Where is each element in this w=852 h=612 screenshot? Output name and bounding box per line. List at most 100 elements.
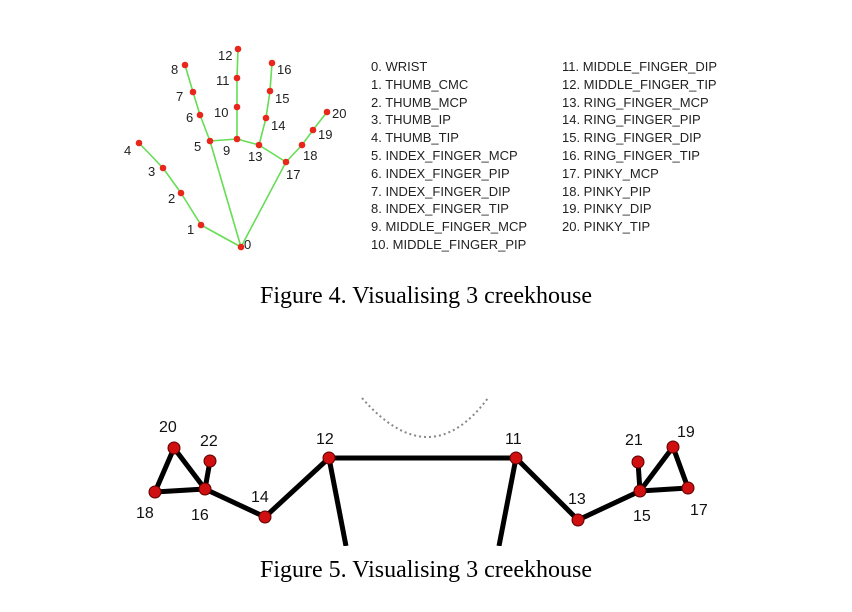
hand-landmark-point (197, 221, 205, 229)
hand-landmark-point (233, 135, 241, 143)
hand-landmark-number: 19 (318, 127, 332, 142)
landmark-legend-entry: 7. INDEX_FINGER_DIP (371, 183, 511, 199)
pose-edge (575, 488, 643, 523)
hand-edge (258, 144, 287, 163)
pose-landmark-point (666, 440, 680, 454)
hand-landmark-point (282, 158, 290, 166)
pose-landmark-number: 21 (625, 432, 643, 449)
hand-landmark-number: 5 (194, 139, 201, 154)
pose-landmark-point (631, 455, 645, 469)
pose-landmark-number: 11 (505, 431, 522, 448)
hand-edge (209, 140, 242, 248)
hand-landmark-number: 1 (187, 222, 194, 237)
landmark-legend-entry: 18. PINKY_PIP (562, 183, 651, 199)
pose-landmark-number: 22 (200, 433, 218, 450)
landmark-legend-entry: 11. MIDDLE_FINGER_DIP (562, 59, 718, 74)
pose-landmark-point (198, 482, 212, 496)
pose-landmark-point (633, 484, 647, 498)
pose-landmark-number: 12 (316, 431, 334, 448)
hand-edge (258, 117, 267, 146)
landmark-legend-entry: 15. RING_FINGER_DIP (562, 130, 702, 146)
hand-landmark-point (233, 74, 241, 82)
hand-points (135, 45, 331, 251)
landmark-legend-entry: 4. THUMB_TIP (371, 130, 459, 146)
pose-edge (171, 445, 208, 492)
pose-edge (496, 457, 519, 546)
hand-landmark-point (135, 139, 143, 147)
pose-edge (262, 455, 332, 520)
figure-5-caption: Figure 5. Visualising 3 creekhouse (259, 557, 593, 583)
landmark-legend-entry: 2. THUMB_MCP (371, 94, 468, 110)
hand-edge (312, 111, 328, 131)
hand-landmark-number: 13 (248, 149, 262, 164)
hand-landmark-point (309, 126, 317, 134)
hand-edge (269, 62, 273, 92)
landmark-legend-entry: 6. INDEX_FINGER_PIP (371, 165, 510, 181)
hand-edge (209, 138, 238, 142)
hand-landmark-number: 6 (186, 110, 193, 125)
hand-edges (138, 48, 328, 248)
landmark-legend-entry: 16. RING_FINGER_TIP (562, 147, 700, 163)
pose-landmark-point (167, 441, 181, 455)
pose-points (148, 440, 695, 527)
pose-edge (202, 486, 268, 520)
figure-4-caption: Figure 4. Visualising 3 creekhouse (259, 283, 593, 309)
hand-landmark-number: 4 (124, 143, 131, 158)
landmark-legend-entry: 5. INDEX_FINGER_MCP (371, 147, 518, 163)
hand-landmark-point (177, 189, 185, 197)
landmark-legend-entry: 9. MIDDLE_FINGER_MCP (371, 219, 528, 235)
landmark-legend-entry: 12. MIDDLE_FINGER_TIP (562, 76, 717, 92)
pose-landmark-number: 15 (633, 508, 651, 525)
hand-landmark-number: 2 (168, 191, 175, 206)
hand-edge (236, 48, 239, 79)
pose-edge (152, 486, 208, 495)
pose-landmark-number: 19 (677, 424, 695, 441)
pose-edge (513, 455, 581, 523)
hand-edge (162, 167, 182, 194)
pose-landmark-point (571, 513, 585, 527)
pose-edge (326, 457, 349, 546)
hand-edge (200, 224, 242, 248)
landmark-legend-entry: 1. THUMB_CMC (371, 76, 469, 92)
hand-landmark-point (266, 87, 274, 95)
pose-landmark-point (681, 481, 695, 495)
hand-landmark-number: 7 (176, 89, 183, 104)
hand-landmark-point (255, 141, 263, 149)
pose-edge (637, 444, 676, 494)
hand-landmark-point (181, 61, 189, 69)
landmark-legend-entry: 19. PINKY_DIP (562, 201, 652, 217)
hand-landmark-number: 17 (286, 167, 300, 182)
pose-landmark-point (322, 451, 336, 465)
hand-edge (184, 64, 194, 93)
pose-landmark-number: 14 (251, 489, 269, 506)
hand-edge (180, 192, 202, 226)
hand-landmark-point (234, 45, 242, 53)
pose-edge (670, 444, 691, 491)
hand-landmark-number: 20 (332, 106, 346, 121)
hand-landmark-point (159, 164, 167, 172)
landmark-legend-entry: 8. INDEX_FINGER_TIP (371, 201, 509, 217)
pose-landmark-number: 20 (159, 419, 177, 436)
hand-landmark-number: 9 (223, 143, 230, 158)
hand-landmark-number: 3 (148, 164, 155, 179)
hand-landmark-number: 16 (277, 62, 291, 77)
pose-edges (152, 444, 691, 546)
landmark-legend-entry: 20. PINKY_TIP (562, 219, 651, 235)
hand-landmark-point (262, 114, 270, 122)
hand-landmark-number: 8 (171, 62, 178, 77)
pose-landmark-point (258, 510, 272, 524)
hand-landmark-number: 10 (214, 105, 228, 120)
hand-landmark-number: 14 (271, 118, 285, 133)
landmark-legend-right: 11. MIDDLE_FINGER_DIP 12. MIDDLE_FINGER_T… (562, 58, 717, 236)
hand-landmark-number: 12 (218, 48, 232, 63)
pose-landmark-point (509, 451, 523, 465)
landmark-legend-entry: 17. PINKY_MCP (562, 165, 659, 181)
hand-landmark-point (237, 243, 245, 251)
pose-landmark-point (148, 485, 162, 499)
hand-landmark-point (323, 108, 331, 116)
hand-edge (240, 161, 287, 248)
landmark-legend-entry: 10. MIDDLE_FINGER_PIP (371, 236, 527, 252)
